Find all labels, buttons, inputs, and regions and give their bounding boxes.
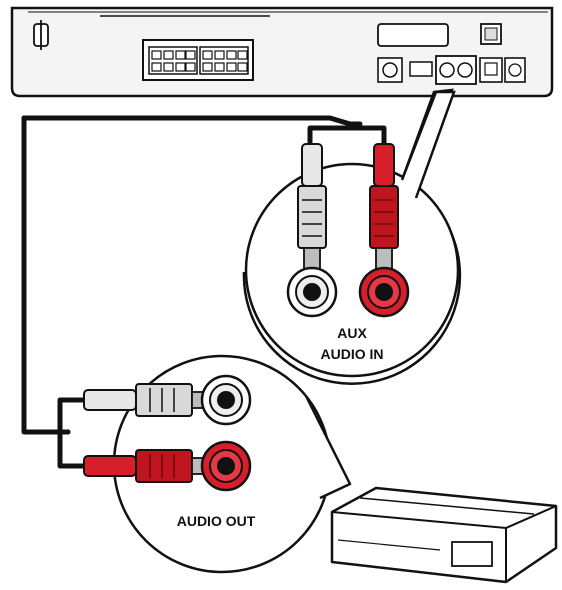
red-rca-jack-icon	[358, 266, 410, 318]
external-device-icon	[330, 486, 558, 584]
aux-label-line2: AUDIO IN	[321, 346, 384, 362]
white-rca-jack-icon	[286, 266, 338, 318]
red-rca-plug-icon	[369, 143, 399, 271]
speaker-terminals-icon	[142, 39, 254, 81]
white-rca-jack-icon	[200, 374, 252, 426]
audio-out-label: AUDIO OUT	[177, 513, 256, 529]
white-rca-plug-icon	[297, 143, 327, 271]
scart-connector-icon	[377, 23, 449, 47]
mounting-clip-icon	[33, 20, 49, 50]
red-rca-plug-icon	[83, 449, 215, 483]
red-rca-jack-icon	[200, 440, 252, 492]
main-unit-back-panel	[10, 6, 554, 98]
audio-cable	[21, 115, 387, 469]
connector-row	[377, 55, 526, 85]
power-socket-icon	[480, 23, 502, 45]
aux-label-line1: AUX	[337, 325, 367, 341]
